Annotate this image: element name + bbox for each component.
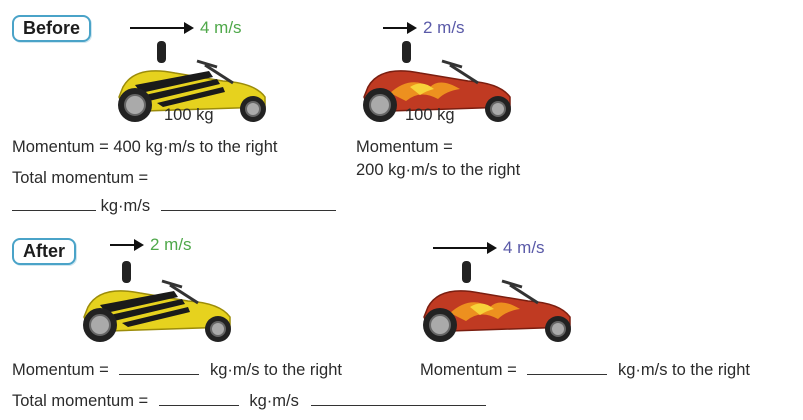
before-total-unit: kg·m/s [100, 197, 151, 215]
after-cart2-momentum-label: Momentum = [420, 361, 517, 379]
after-total-blank[interactable] [158, 391, 239, 406]
after-cart1-momentum-blank[interactable] [119, 360, 200, 375]
arrow-right-icon [110, 239, 144, 251]
after-cart1-momentum-row: Momentum = kg·m/s to the right [12, 360, 342, 380]
before-cart2-speed: 2 m/s [423, 18, 465, 37]
after-cart2-momentum-row: Momentum = kg·m/s to the right [420, 360, 750, 380]
red-kart-image [410, 255, 580, 345]
after-cart1-velocity: 2 m/s [110, 235, 192, 255]
after-cart1-momentum-unit: kg·m/s to the right [209, 361, 342, 379]
before-cart1-speed: 4 m/s [200, 18, 242, 37]
after-cart2-velocity: 4 m/s [433, 238, 545, 258]
before-cart1-velocity: 4 m/s [130, 18, 242, 38]
before-cart1-mass: 100 kg [164, 106, 214, 124]
yellow-kart-image [70, 255, 240, 345]
before-total-direction-blank[interactable] [160, 196, 336, 211]
after-cart2-speed: 4 m/s [503, 238, 545, 257]
before-cart2-momentum-value: 200 kg·m/s to the right [356, 161, 521, 179]
after-cart1-momentum-label: Momentum = [12, 361, 109, 379]
before-cart2-mass: 100 kg [405, 106, 455, 124]
after-cart2-momentum-blank[interactable] [527, 360, 608, 375]
before-total-label: Total momentum = [12, 169, 149, 187]
after-total-direction-blank[interactable] [311, 391, 487, 406]
arrow-right-icon [383, 22, 417, 34]
arrow-right-icon [130, 22, 194, 34]
before-cart2-velocity: 2 m/s [383, 18, 465, 38]
after-cart2-momentum-unit: kg·m/s to the right [617, 361, 750, 379]
after-total-unit: kg·m/s [249, 392, 299, 410]
after-tag: After [12, 238, 77, 265]
before-cart2-momentum-label: Momentum = [356, 138, 453, 156]
after-total-row: Total momentum = kg·m/s [12, 391, 487, 411]
arrow-right-icon [433, 242, 497, 254]
before-cart1-momentum: Momentum = 400 kg·m/s to the right [12, 138, 278, 156]
before-total-row: kg·m/s [12, 196, 336, 216]
before-total-blank[interactable] [12, 196, 96, 211]
after-cart1-speed: 2 m/s [150, 235, 192, 254]
after-total-label: Total momentum = [12, 392, 149, 410]
before-tag: Before [12, 15, 92, 42]
